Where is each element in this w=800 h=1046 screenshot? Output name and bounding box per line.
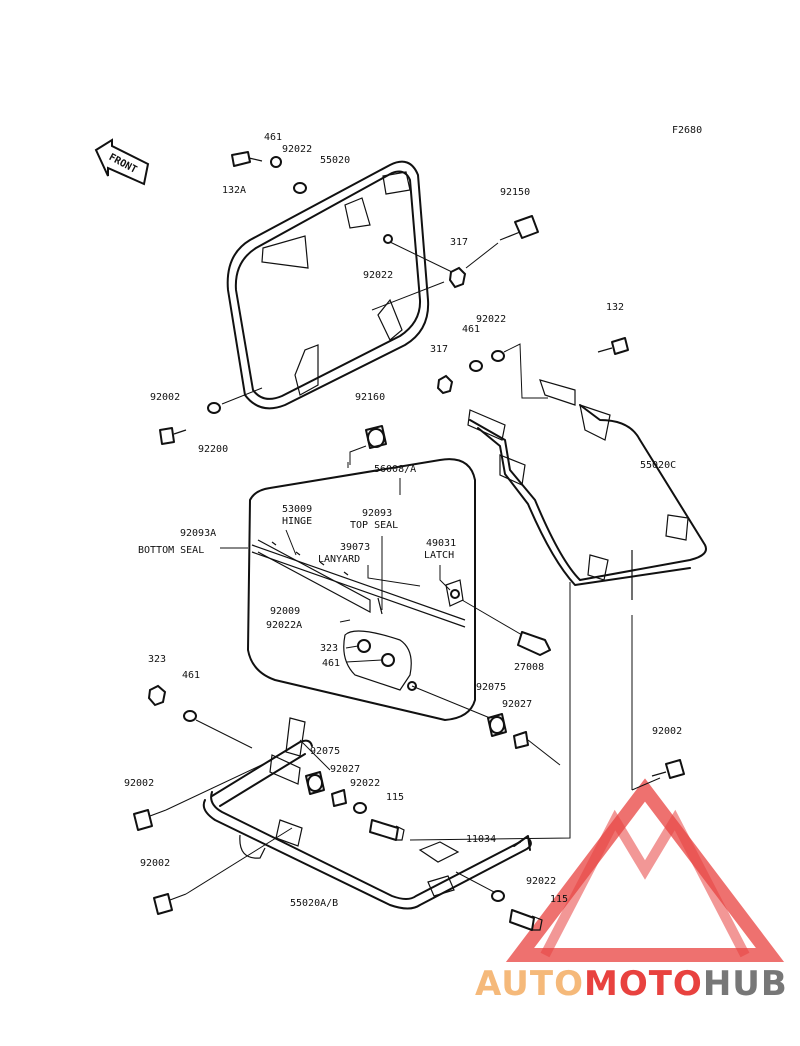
- label-92022a: 92022A: [266, 620, 302, 631]
- label-92022-bottom: 92022: [350, 778, 380, 789]
- label-hinge: HINGE: [282, 516, 312, 527]
- lower-frame-55020ab: [202, 717, 532, 910]
- watermark-m-stroke: [540, 809, 750, 958]
- watermark-text-moto: MOTO: [584, 964, 703, 1004]
- label-top-seal: TOP SEAL: [350, 520, 398, 531]
- label-92009: 92009: [270, 606, 300, 617]
- label-92160: 92160: [355, 392, 385, 403]
- label-56008: 56008/A: [374, 464, 416, 475]
- label-461-box: 461: [322, 658, 340, 669]
- label-323-left: 323: [148, 654, 166, 665]
- label-92002-bl2: 92002: [140, 858, 170, 869]
- watermark-text-hub: HUB: [703, 964, 788, 1004]
- label-317-right: 317: [430, 344, 448, 355]
- label-115-mid: 115: [386, 792, 404, 803]
- label-53009: 53009: [282, 504, 312, 515]
- front-arrow-shape: [94, 138, 150, 186]
- label-92002-left: 92002: [150, 392, 180, 403]
- box-56008: [247, 458, 476, 721]
- grommet-92160: [365, 425, 387, 449]
- label-lanyard: LANYARD: [318, 554, 360, 565]
- washer-92022-bottom: [353, 802, 367, 814]
- label-132: 132: [606, 302, 624, 313]
- key-27008: [517, 631, 551, 656]
- front-arrow: FRONT: [94, 138, 150, 186]
- upper-frame-55020: [226, 160, 430, 410]
- label-461-left: 461: [182, 670, 200, 681]
- label-461-right: 461: [462, 324, 480, 335]
- label-55020c: 55020C: [640, 460, 676, 471]
- washer-461-right: [469, 360, 483, 372]
- bolt-115-mid: [369, 819, 405, 841]
- watermark-text-auto: AUTO: [475, 964, 584, 1004]
- label-317-top: 317: [450, 237, 468, 248]
- washer-461-top: [270, 156, 282, 168]
- bolt-92002-left: [159, 427, 187, 445]
- bolt-132: [597, 337, 629, 355]
- svg-text:AUTOMOTOHUB: AUTOMOTOHUB: [475, 964, 788, 1004]
- label-92002-right: 92002: [652, 726, 682, 737]
- label-92200: 92200: [198, 444, 228, 455]
- label-92027-right: 92027: [502, 699, 532, 710]
- label-55020: 55020: [320, 155, 350, 166]
- bolt-92002-right: [651, 759, 685, 779]
- collar-92027-right: [513, 731, 529, 749]
- label-92093: 92093: [362, 508, 392, 519]
- bolt-132a: [231, 151, 263, 167]
- label-92022-top: 92022: [282, 144, 312, 155]
- label-92022-br: 92022: [526, 876, 556, 887]
- grommet-92075-left: [305, 771, 325, 795]
- bolt-92150: [499, 215, 539, 241]
- washer-92022-top: [293, 182, 307, 194]
- label-11034: 11034: [466, 834, 496, 845]
- label-132a: 132A: [222, 185, 246, 196]
- label-39073: 39073: [340, 542, 370, 553]
- collar-92027-left: [331, 789, 347, 807]
- grommet-92075-right: [487, 713, 507, 737]
- bolt-115-br: [509, 909, 543, 931]
- label-115-br: 115: [550, 894, 568, 905]
- label-92150: 92150: [500, 187, 530, 198]
- label-latch: LATCH: [424, 550, 454, 561]
- right-bracket-55020c: [467, 379, 707, 600]
- label-55020ab: 55020A/B: [290, 898, 338, 909]
- washer-92200: [207, 402, 221, 414]
- bolt-92002-bl1: [133, 809, 167, 831]
- label-bottom-seal: BOTTOM SEAL: [138, 545, 204, 556]
- label-323-box: 323: [320, 643, 338, 654]
- label-92022-right: 92022: [476, 314, 506, 325]
- label-92002-bl1: 92002: [124, 778, 154, 789]
- nut-317-right: [436, 374, 454, 395]
- washer-92022-br: [491, 890, 505, 902]
- label-461-top: 461: [264, 132, 282, 143]
- washer-461-left: [183, 710, 197, 722]
- watermark-logo: AUTOMOTOHUB: [475, 778, 788, 1004]
- label-92075-left: 92075: [310, 746, 340, 757]
- washer-92022-right: [491, 350, 505, 362]
- label-27008: 27008: [514, 662, 544, 673]
- figure-code: F2680: [672, 125, 702, 136]
- label-92027-left: 92027: [330, 764, 360, 775]
- label-92093a: 92093A: [180, 528, 216, 539]
- label-92022-mid: 92022: [363, 270, 393, 281]
- label-49031: 49031: [426, 538, 456, 549]
- nut-323-left: [147, 684, 167, 707]
- label-92075-right: 92075: [476, 682, 506, 693]
- nut-317-top: [448, 266, 467, 289]
- bolt-92002-bl2: [153, 893, 187, 915]
